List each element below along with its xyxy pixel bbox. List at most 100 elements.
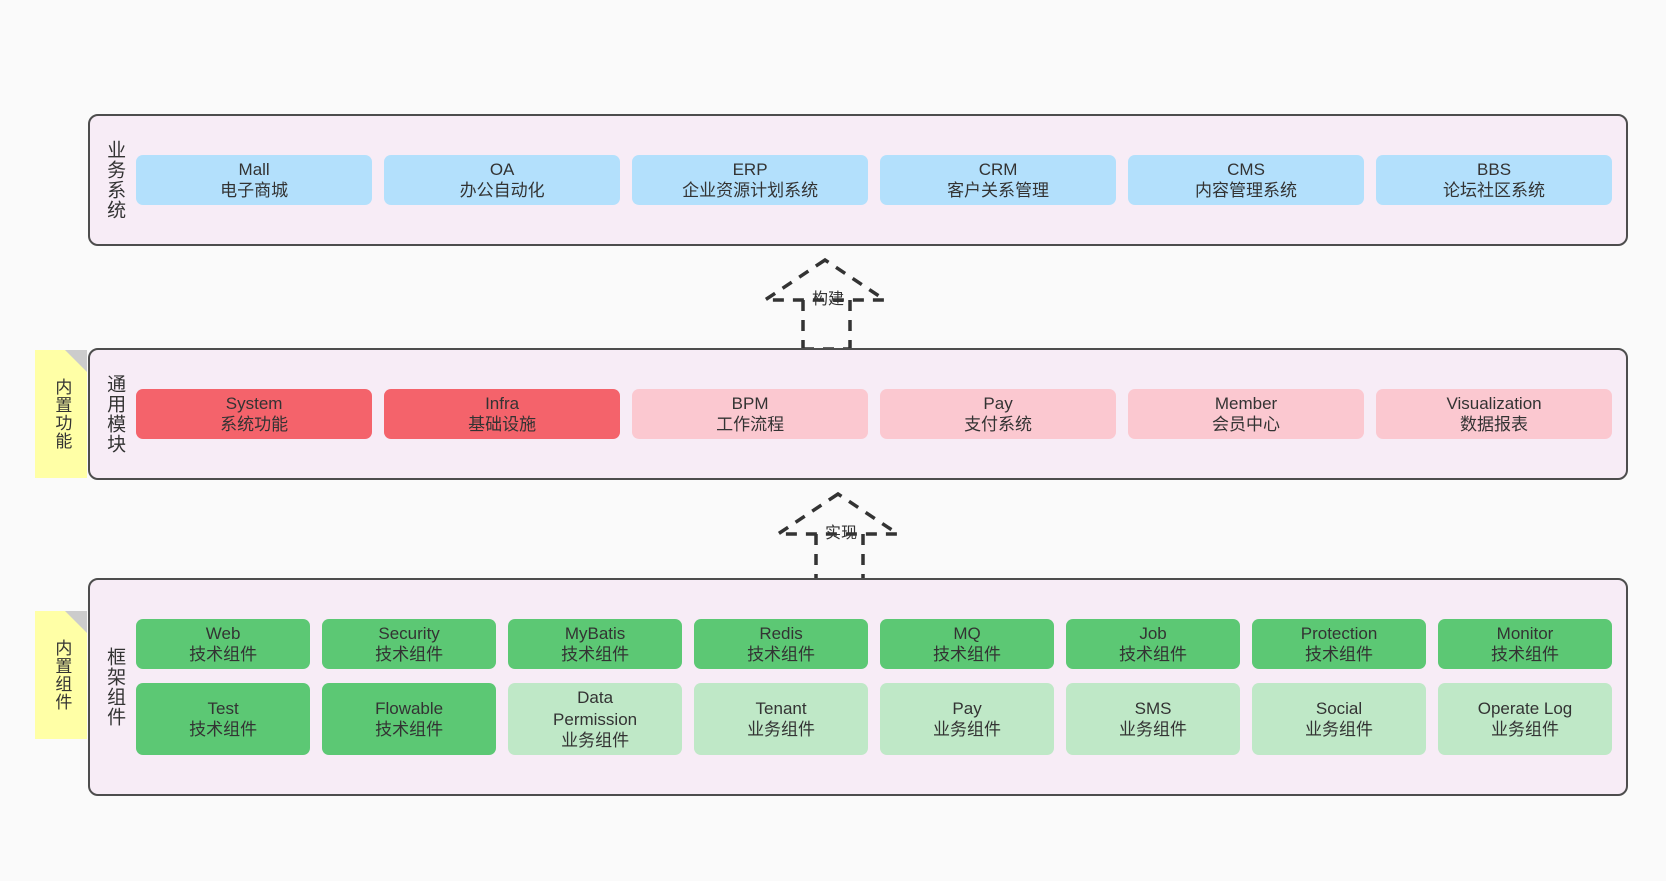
layer-framework-components: 框架组件 Web 技术组件 Security 技术组件 MyBatis 技术组件… [88, 578, 1628, 796]
box-member[interactable]: Member 会员中心 [1128, 388, 1365, 440]
box-subtitle: 会员中心 [1212, 415, 1281, 434]
note-fold-corner-icon [65, 350, 87, 372]
box-test[interactable]: Test 技术组件 [136, 683, 311, 756]
framework-components-grid: Web 技术组件 Security 技术组件 MyBatis 技术组件 Redi… [130, 605, 1626, 769]
box-flowable[interactable]: Flowable 技术组件 [322, 683, 497, 756]
box-subtitle: 业务组件 [1305, 720, 1374, 740]
box-protection[interactable]: Protection 技术组件 [1252, 618, 1427, 670]
box-tenant[interactable]: Tenant 业务组件 [694, 683, 869, 756]
box-title: BBS [1477, 159, 1512, 179]
box-operate-log[interactable]: Operate Log 业务组件 [1438, 683, 1612, 756]
box-subtitle: 数据报表 [1460, 415, 1529, 434]
box-subtitle: 支付系统 [964, 415, 1033, 434]
box-title: Security [378, 623, 440, 643]
box-subtitle: 技术组件 [375, 720, 444, 740]
box-title: Web [205, 623, 241, 643]
box-subtitle: 技术组件 [1491, 645, 1559, 665]
layer-label-business-systems: 业务系统 [104, 140, 126, 220]
box-mall[interactable]: Mall 电子商城 [136, 154, 373, 206]
note-builtin-components: 内置组件 [35, 611, 87, 739]
box-title: SMS [1134, 699, 1172, 718]
box-subtitle: 业务组件 [1491, 720, 1559, 740]
box-cms[interactable]: CMS 内容管理系统 [1128, 154, 1365, 206]
box-system[interactable]: System 系统功能 [136, 388, 373, 440]
layer-business-systems: 业务系统 Mall 电子商城 OA 办公自动化 ERP 企业资源计划系统 CRM… [88, 114, 1628, 246]
box-visualization[interactable]: Visualization 数据报表 [1376, 388, 1613, 440]
box-subtitle: 技术组件 [933, 645, 1002, 665]
framework-components-row-tech: Web 技术组件 Security 技术组件 MyBatis 技术组件 Redi… [136, 618, 1612, 670]
box-mybatis[interactable]: MyBatis 技术组件 [508, 618, 683, 670]
box-title: Protection [1300, 623, 1378, 643]
box-bbs[interactable]: BBS 论坛社区系统 [1376, 154, 1613, 206]
connector-implement-shape [772, 491, 904, 585]
box-subtitle: 工作流程 [716, 415, 785, 434]
box-title: Job [1139, 623, 1167, 643]
connector-build-label: 构建 [812, 291, 845, 308]
box-subtitle: 技术组件 [561, 645, 630, 665]
box-subtitle: 业务组件 [561, 730, 630, 750]
box-redis[interactable]: Redis 技术组件 [694, 618, 869, 670]
box-title: Flowable [375, 699, 444, 718]
common-modules-boxes: System 系统功能 Infra 基础设施 BPM 工作流程 Pay 支付系统… [130, 388, 1626, 440]
box-title: Pay [952, 699, 982, 718]
note-builtin-features: 内置功能 [35, 350, 87, 478]
box-pay-component[interactable]: Pay 业务组件 [880, 683, 1055, 756]
layer-label-framework-components: 框架组件 [104, 647, 126, 727]
layer-common-modules: 通用模块 System 系统功能 Infra 基础设施 BPM 工作流程 Pay… [88, 348, 1628, 480]
box-title: Redis [759, 623, 803, 643]
box-title: Mall [238, 159, 270, 179]
box-title: BPM [731, 393, 769, 413]
box-subtitle: 技术组件 [1119, 645, 1188, 665]
connector-implement-label: 实现 [825, 525, 858, 542]
box-erp[interactable]: ERP 企业资源计划系统 [632, 154, 869, 206]
box-subtitle: 系统功能 [220, 415, 289, 434]
box-title: Infra [485, 393, 520, 413]
box-crm[interactable]: CRM 客户关系管理 [880, 154, 1117, 206]
box-title: MyBatis [564, 623, 626, 643]
box-subtitle: 技术组件 [1305, 645, 1374, 665]
box-title: MQ [953, 623, 981, 643]
box-title: OA [489, 159, 515, 179]
box-subtitle: 基础设施 [468, 415, 537, 434]
box-bpm[interactable]: BPM 工作流程 [632, 388, 869, 440]
box-sms[interactable]: SMS 业务组件 [1066, 683, 1241, 756]
box-security[interactable]: Security 技术组件 [322, 618, 497, 670]
box-subtitle: 技术组件 [189, 645, 258, 665]
business-systems-boxes: Mall 电子商城 OA 办公自动化 ERP 企业资源计划系统 CRM 客户关系… [130, 154, 1626, 206]
box-title: Visualization [1446, 393, 1542, 413]
box-subtitle: 技术组件 [189, 720, 258, 740]
box-title: Social [1315, 699, 1363, 718]
box-social[interactable]: Social 业务组件 [1252, 683, 1427, 756]
box-title: CMS [1227, 159, 1265, 179]
box-subtitle: 企业资源计划系统 [682, 181, 819, 200]
box-mq[interactable]: MQ 技术组件 [880, 618, 1055, 670]
box-oa[interactable]: OA 办公自动化 [384, 154, 621, 206]
box-subtitle: 业务组件 [1119, 720, 1188, 740]
box-title: Operate Log [1477, 699, 1573, 718]
box-pay[interactable]: Pay 支付系统 [880, 388, 1117, 440]
box-title: ERP [732, 159, 768, 179]
note-label: 内置组件 [52, 639, 72, 711]
box-title: Data Permission [553, 688, 638, 729]
box-title: CRM [978, 159, 1018, 179]
box-subtitle: 技术组件 [747, 645, 816, 665]
box-data-permission[interactable]: Data Permission 业务组件 [508, 683, 683, 756]
box-title: Tenant [755, 699, 807, 718]
box-subtitle: 客户关系管理 [947, 181, 1050, 200]
box-title: Member [1214, 393, 1278, 413]
box-subtitle: 内容管理系统 [1195, 181, 1298, 200]
note-fold-corner-icon [65, 611, 87, 633]
box-title: Monitor [1496, 623, 1554, 643]
box-title: System [225, 393, 283, 413]
box-subtitle: 论坛社区系统 [1443, 181, 1546, 200]
box-monitor[interactable]: Monitor 技术组件 [1438, 618, 1612, 670]
layer-label-common-modules: 通用模块 [104, 374, 126, 454]
box-subtitle: 技术组件 [375, 645, 444, 665]
box-web[interactable]: Web 技术组件 [136, 618, 311, 670]
box-job[interactable]: Job 技术组件 [1066, 618, 1241, 670]
box-infra[interactable]: Infra 基础设施 [384, 388, 621, 440]
connector-build: 构建 [755, 252, 915, 352]
box-subtitle: 办公自动化 [459, 181, 545, 200]
note-label: 内置功能 [52, 378, 72, 450]
